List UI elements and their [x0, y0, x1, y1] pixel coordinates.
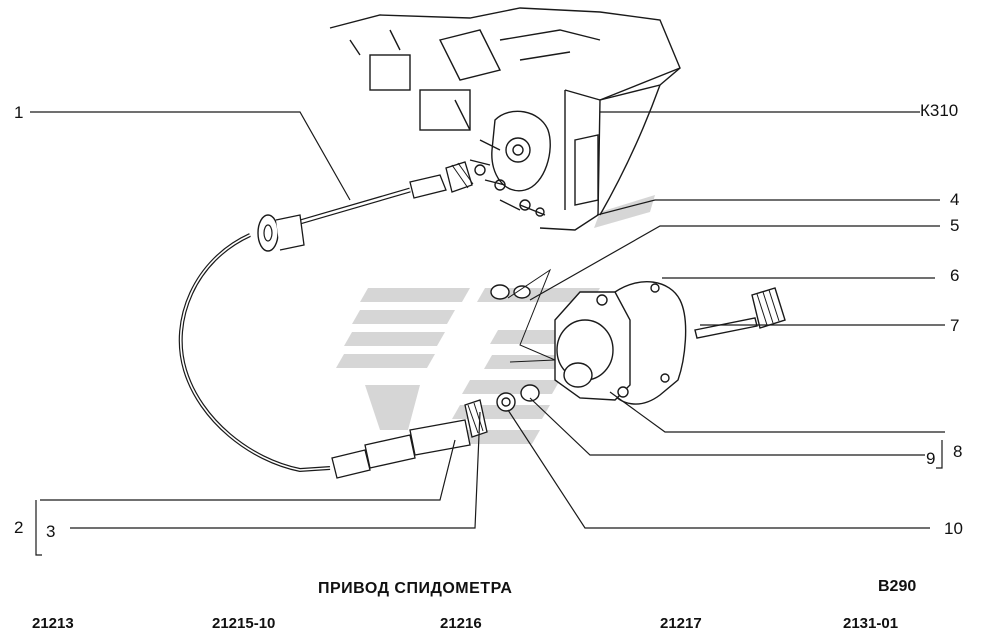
model-code: 21216 — [440, 615, 482, 632]
callout-2: 2 — [14, 518, 24, 537]
callout-5: 5 — [950, 216, 960, 235]
callout-8: 8 — [953, 442, 963, 461]
callout-k310: К310 — [920, 101, 959, 120]
callout-4: 4 — [950, 190, 960, 209]
leader-lines — [30, 111, 945, 556]
speedometer-cable — [178, 161, 488, 479]
callout-3: 3 — [46, 522, 56, 541]
model-code: 2131-01 — [843, 615, 899, 632]
callout-6: 6 — [950, 266, 960, 285]
model-code: 21213 — [32, 615, 74, 632]
drive-housing — [490, 268, 786, 412]
callout-10: 10 — [944, 519, 963, 538]
callout-1: 1 — [14, 103, 24, 122]
callout-7: 7 — [950, 316, 960, 335]
gearbox-housing — [329, 7, 681, 231]
diagram-title: ПРИВОД СПИДОМЕТРА — [318, 580, 513, 597]
sheet-code: В290 — [878, 578, 917, 595]
model-code: 21217 — [660, 615, 702, 632]
model-code: 21215-10 — [212, 615, 276, 632]
callout-9: 9 — [926, 449, 936, 468]
